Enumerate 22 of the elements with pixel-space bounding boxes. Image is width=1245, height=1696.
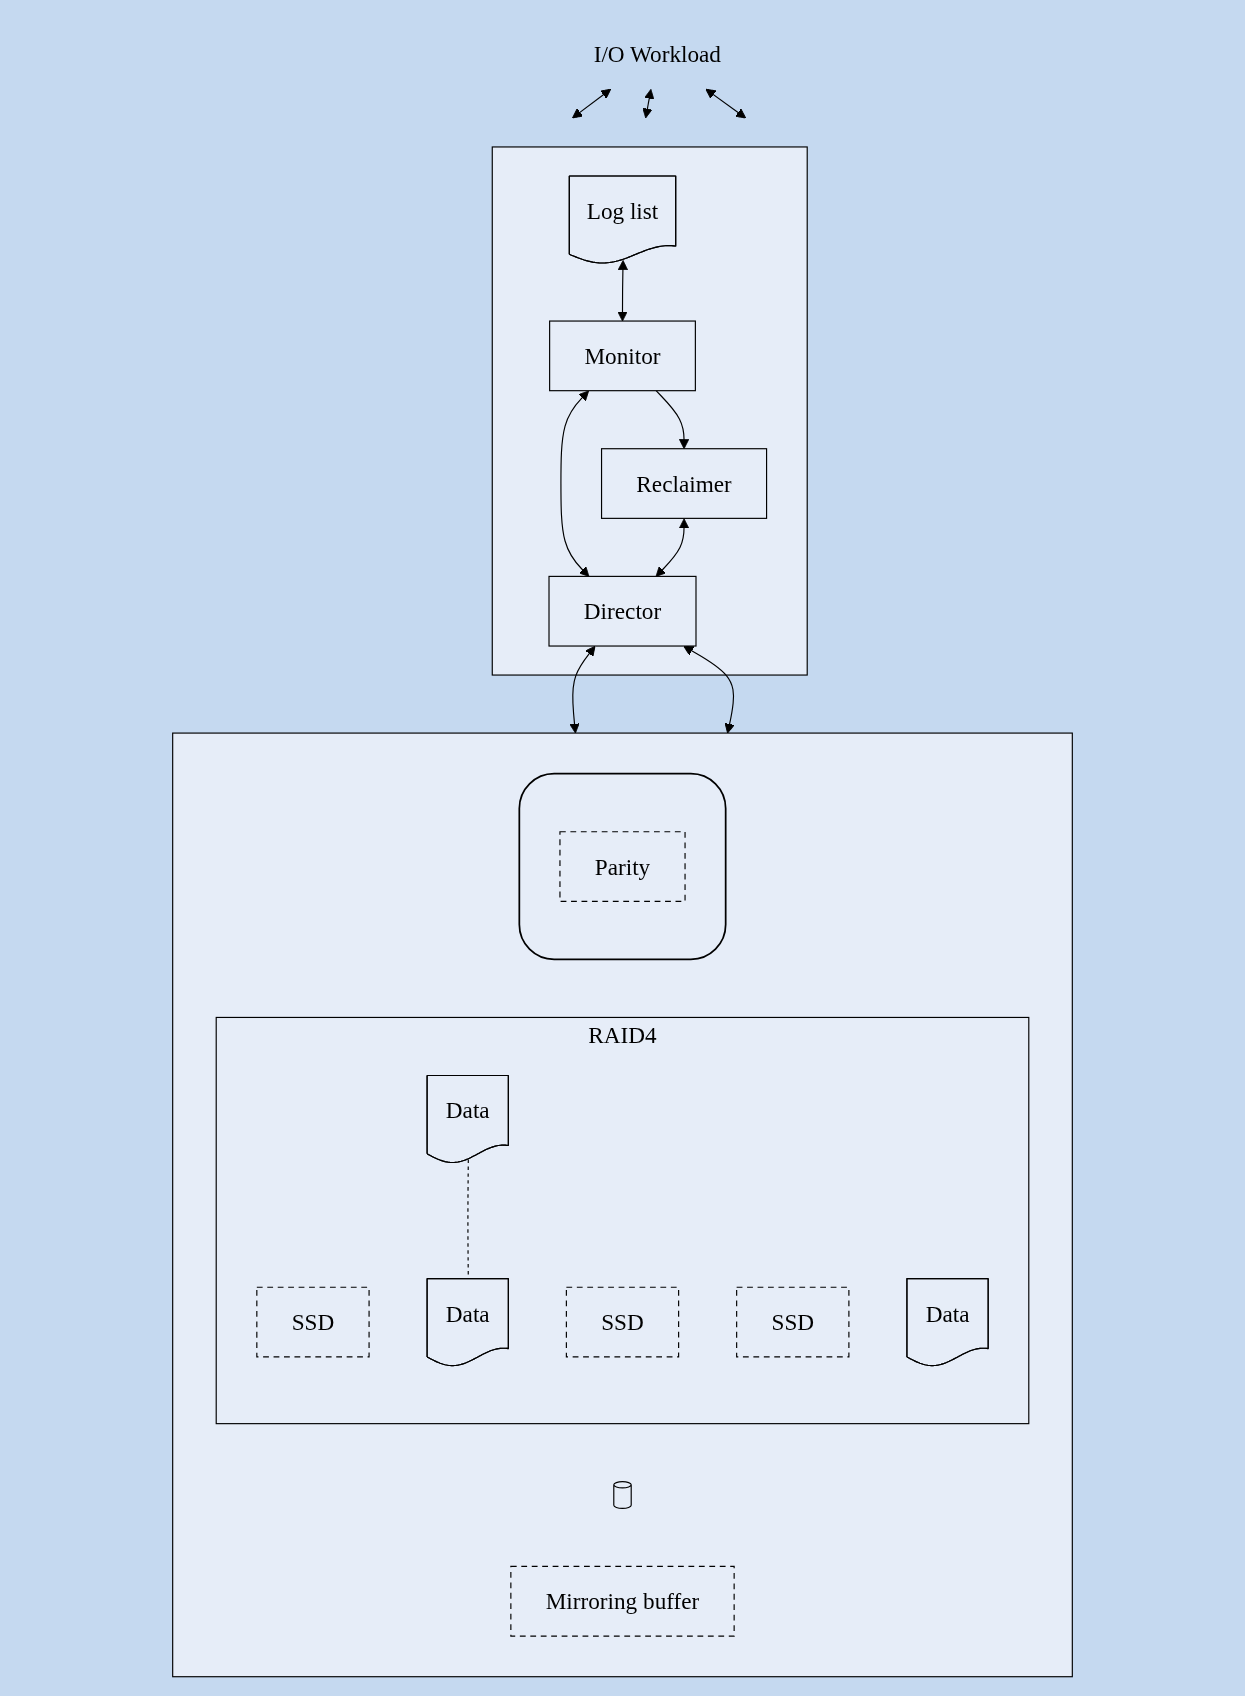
node-box: Director [548, 575, 697, 647]
arrow [569, 645, 596, 734]
arrow [655, 518, 690, 577]
node-box: Reclaimer [600, 448, 768, 519]
node-box: Monitor [549, 320, 696, 392]
arrow [572, 88, 612, 119]
cluster [518, 772, 727, 961]
arrow [617, 260, 628, 322]
arrow [560, 390, 590, 577]
node-box: Parity [559, 831, 686, 902]
node-box: SSD [256, 1286, 370, 1358]
arrow [642, 88, 655, 119]
node-box: SSD [736, 1286, 850, 1358]
arrow [683, 645, 735, 734]
node-cylinder [613, 1481, 632, 1509]
node-text: I/O Workload [593, 41, 721, 67]
cluster [172, 732, 1073, 1678]
cluster [491, 146, 808, 676]
node-box: Mirroring buffer [510, 1565, 735, 1637]
node-box: SSD [565, 1286, 680, 1358]
arrow [655, 390, 690, 450]
arrow [705, 88, 747, 119]
